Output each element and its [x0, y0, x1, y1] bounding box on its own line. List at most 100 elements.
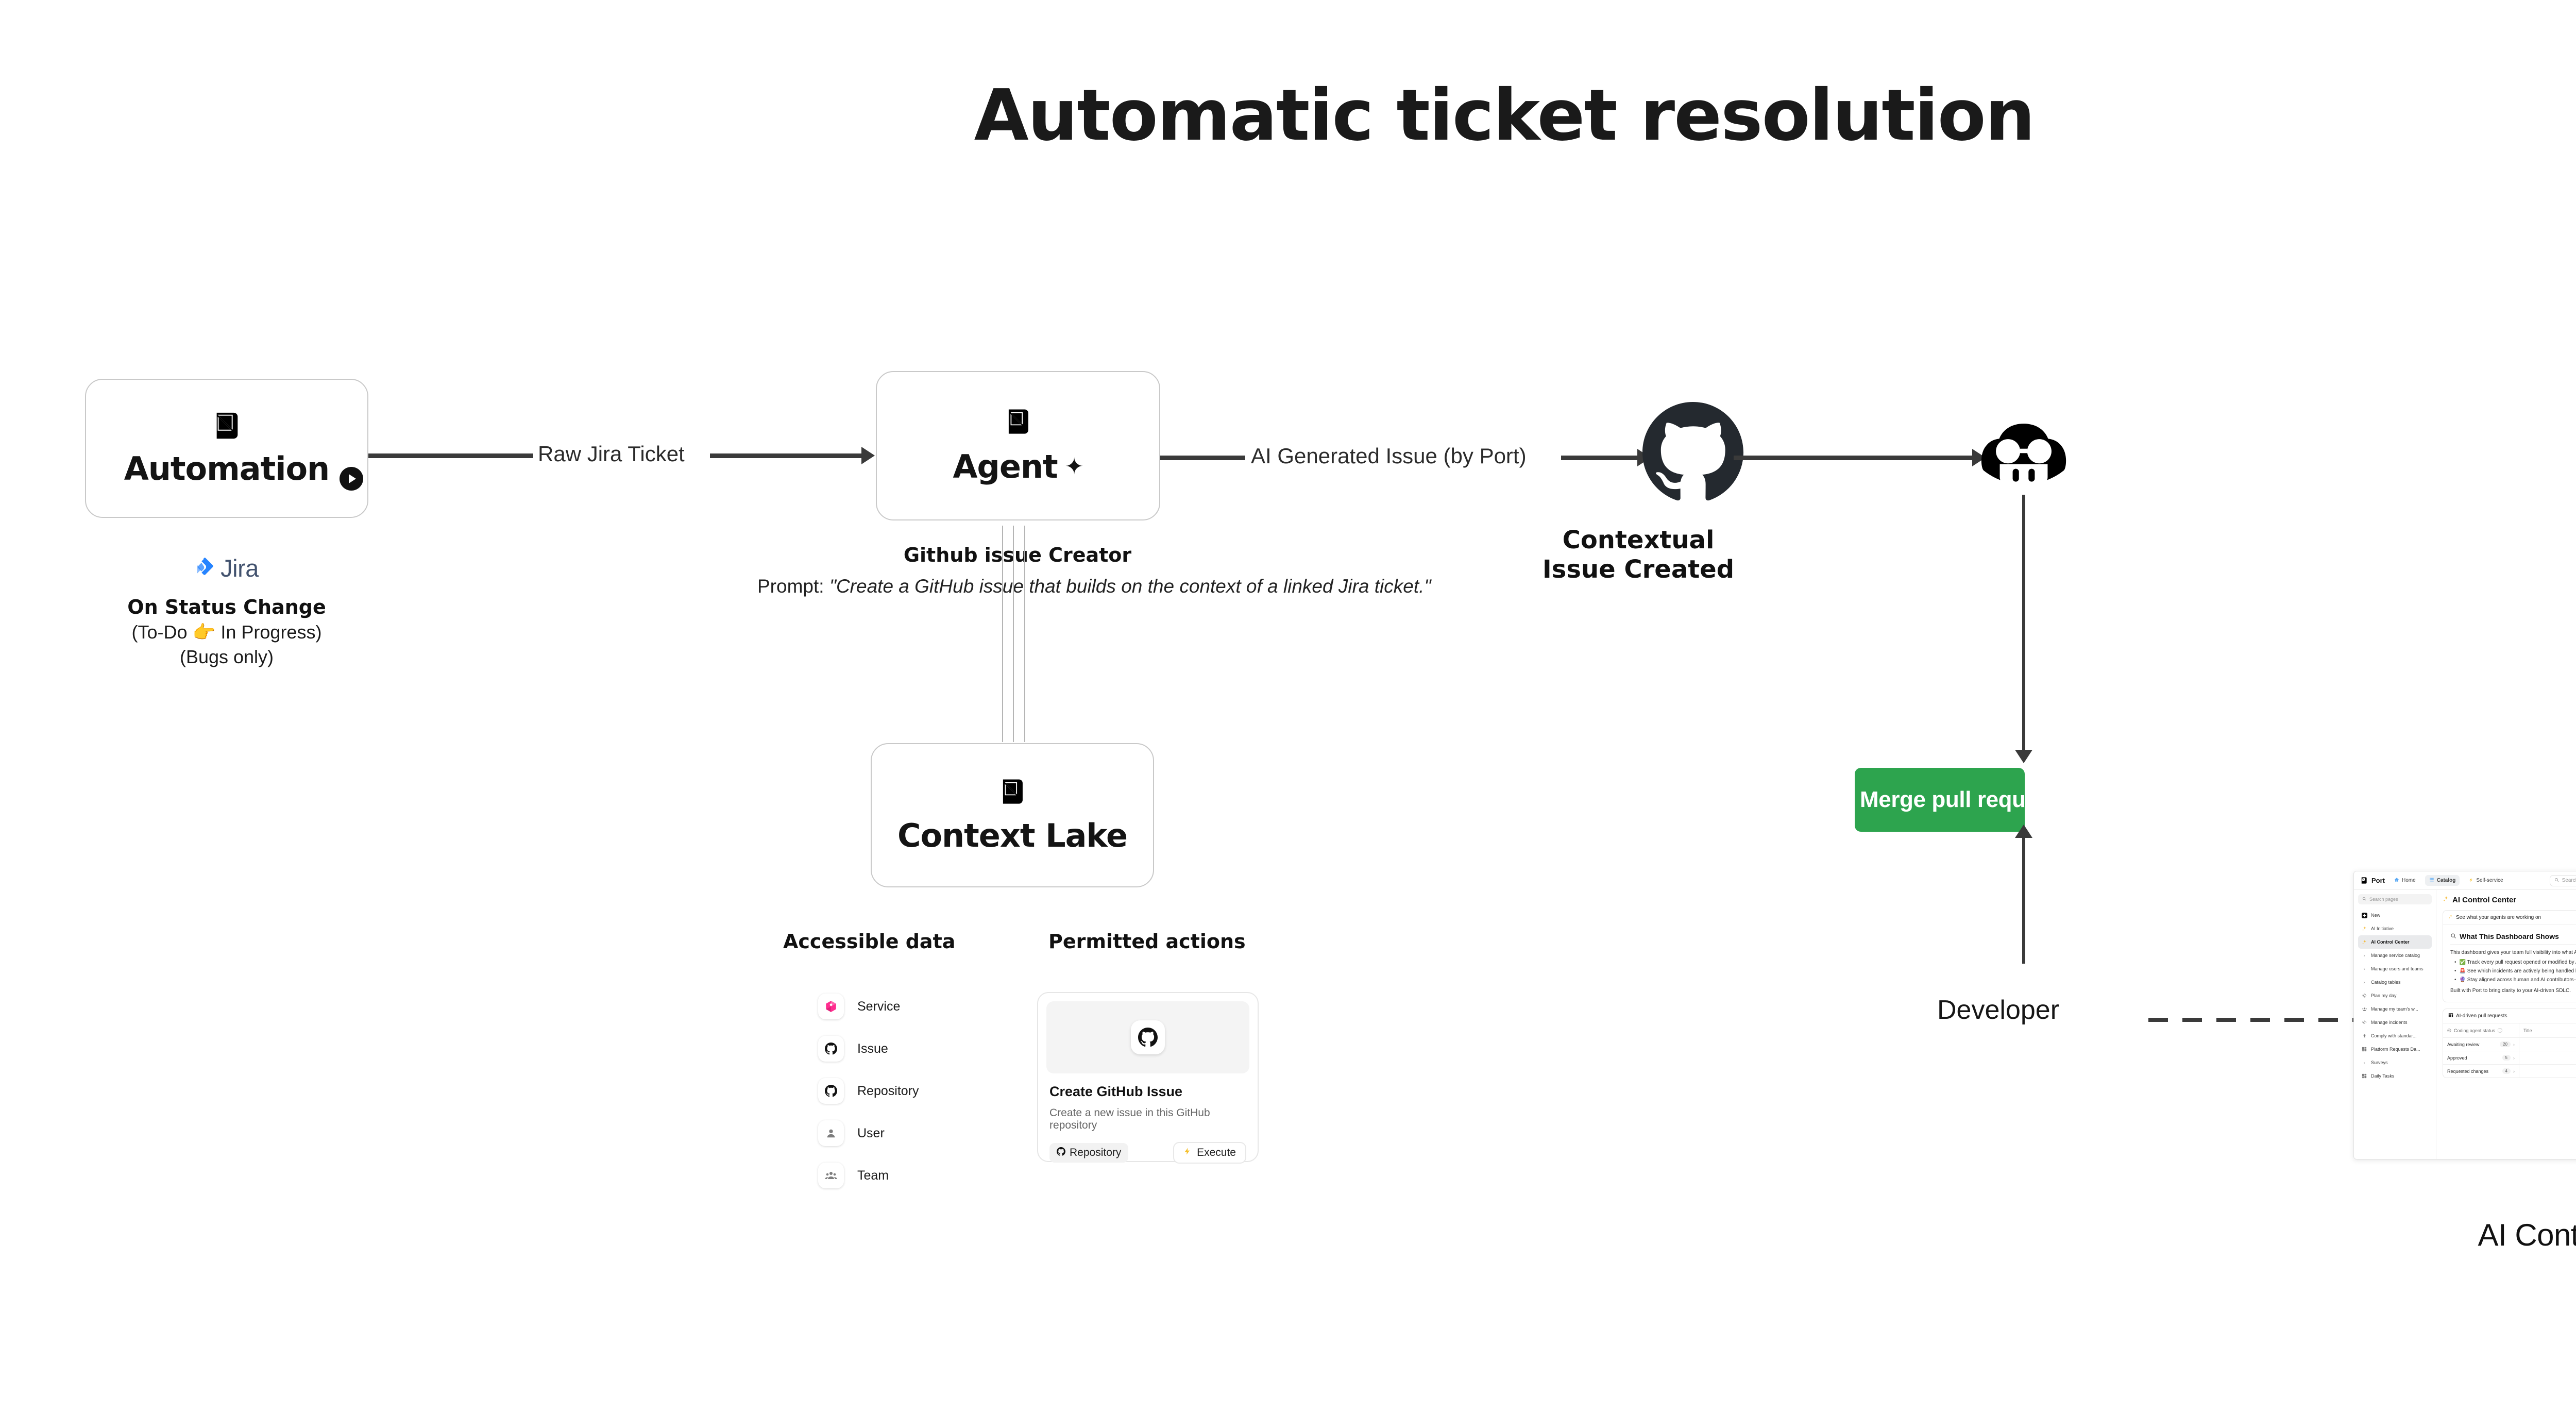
automation-caption: Jira On Status Change (To-Do 👉 In Progre…: [85, 554, 368, 668]
port-brand[interactable]: Port: [2360, 877, 2385, 884]
table-cell-title: [2519, 1038, 2576, 1051]
list-item: Team: [818, 1154, 1004, 1197]
dashboard-topbar: Port Home Catalog Self-service Search ⌘ …: [2354, 871, 2576, 890]
list-item: Repository: [818, 1070, 1004, 1112]
chevron-right-icon[interactable]: ›: [2513, 1041, 2515, 1047]
search-pages-input[interactable]: Search pages: [2358, 894, 2432, 904]
sidebar-item-daily-tasks[interactable]: Daily Tasks: [2358, 1069, 2432, 1083]
status-label: Awaiting review: [2447, 1041, 2480, 1047]
sidebar-item-label: Surveys: [2371, 1060, 2388, 1065]
jira-source: Jira: [85, 554, 368, 582]
table-row[interactable]: Requested changes 4 ›: [2443, 1064, 2576, 1078]
dashboard-table-title: AI-driven pull requests: [2443, 1009, 2576, 1023]
arrow-head-icon: [861, 447, 875, 464]
chevron-right-icon[interactable]: ›: [2513, 1055, 2515, 1061]
action-card-tag-label: Repository: [1070, 1147, 1122, 1158]
table-cell-title: [2519, 1051, 2576, 1064]
agent-context-lake-connector: [1002, 526, 1033, 742]
arrow-head-up-icon: [2015, 825, 2032, 838]
dashboard-card-heading-label: What This Dashboard Shows: [2460, 932, 2559, 940]
table-cell-status: Approved 5 ›: [2443, 1051, 2519, 1064]
permitted-action-card[interactable]: Create GitHub Issue Create a new issue i…: [1037, 992, 1259, 1164]
chevron-right-icon: ›: [2363, 953, 2365, 958]
play-icon[interactable]: [340, 466, 364, 491]
sparkle-icon: [2361, 926, 2367, 932]
search-input[interactable]: Search ⌘ K: [2549, 875, 2576, 886]
list-item-label: Service: [857, 999, 901, 1014]
context-lake-label: Context Lake: [897, 816, 1128, 854]
sidebar-item-plan-my-day[interactable]: Plan my day: [2358, 989, 2432, 1002]
edge-agent-github-segment2: [1561, 456, 1638, 460]
dashboard-info-card: See what your agents are working on What…: [2443, 910, 2576, 1002]
ai-control-center-screenshot[interactable]: Port Home Catalog Self-service Search ⌘ …: [2353, 871, 2576, 1159]
list-item: 🔮 Stay aligned across human and AI contr…: [2454, 977, 2576, 983]
edge-agent-github-segment1: [1160, 456, 1245, 460]
sidebar-item-label: Comply with standar...: [2371, 1033, 2417, 1038]
sidebar-item-manage-users-and-teams[interactable]: › Manage users and teams: [2358, 962, 2432, 976]
table-row[interactable]: Approved 5 ›: [2443, 1051, 2576, 1064]
sidebar-item-manage-incidents[interactable]: Manage incidents: [2358, 1016, 2432, 1029]
edge-automation-agent-segment2: [710, 453, 862, 458]
action-card-description: Create a new issue in this GitHub reposi…: [1049, 1107, 1210, 1131]
agent-node[interactable]: Agent ✦: [876, 371, 1160, 520]
agent-caption: Github issue Creator Prompt: "Create a G…: [757, 544, 1431, 597]
table-icon: [2448, 1013, 2453, 1019]
execute-button[interactable]: Execute: [1173, 1142, 1246, 1164]
table-cell-status: Requested changes 4 ›: [2443, 1065, 2519, 1078]
sidebar-item-label: Platform Requests Da...: [2371, 1047, 2420, 1052]
nav-catalog[interactable]: Catalog: [2425, 875, 2460, 886]
sidebar-item-ai-initiative[interactable]: AI Initiative: [2358, 922, 2432, 935]
sidebar-item-ai-control-center[interactable]: AI Control Center: [2358, 935, 2432, 949]
page-title: Automatic ticket resolution: [974, 75, 2036, 157]
status-label: Approved: [2447, 1055, 2467, 1061]
nav-home[interactable]: Home: [2390, 875, 2420, 886]
list-item: Service: [818, 985, 1004, 1028]
magnifier-icon: [2450, 932, 2456, 940]
circle-icon: ◎: [2447, 1028, 2451, 1033]
edge-copilot-merge: [2022, 495, 2025, 758]
plus-square-icon: [2361, 912, 2367, 918]
column-header-coding-agent-status[interactable]: ◎ Coding agent status ⓘ: [2443, 1023, 2519, 1037]
list-item: User: [818, 1112, 1004, 1154]
sidebar-item-manage-my-teams-work[interactable]: Manage my team's w...: [2358, 1002, 2432, 1016]
github-mark-icon: [1057, 1147, 1065, 1159]
agent-prompt-prefix: Prompt:: [757, 576, 829, 597]
automation-node[interactable]: Automation: [85, 379, 368, 518]
status-count: 20: [2500, 1041, 2511, 1047]
table-row[interactable]: Awaiting review 20 ›: [2443, 1037, 2576, 1051]
dashboard-card-header-label: See what your agents are working on: [2456, 915, 2541, 920]
merge-pull-request-button[interactable]: Merge pull request: [1855, 768, 2058, 832]
sidebar-item-catalog-tables[interactable]: › Catalog tables: [2358, 976, 2432, 989]
edge-github-copilot: [1734, 456, 1973, 460]
column-header-title[interactable]: Title: [2523, 1028, 2532, 1033]
context-lake-node[interactable]: Context Lake: [871, 743, 1154, 887]
sidebar-item-label: Manage users and teams: [2371, 966, 2424, 971]
arrow-head-down-icon: [2015, 750, 2032, 763]
chevron-right-icon[interactable]: ›: [2513, 1068, 2515, 1074]
port-brand-label: Port: [2371, 877, 2385, 884]
list-item: ✅ Track every pull request opened or mod…: [2454, 960, 2576, 965]
list-item-label: Issue: [857, 1041, 888, 1056]
agent-label: Agent: [953, 447, 1058, 485]
chevron-right-icon: ›: [2363, 980, 2365, 985]
sidebar-item-manage-service-catalog[interactable]: › Manage service catalog: [2358, 949, 2432, 962]
port-logo-icon: [2353, 1175, 2576, 1204]
edge-label-raw-jira-ticket: Raw Jira Ticket: [538, 442, 685, 466]
medal-icon: [2361, 1033, 2367, 1039]
agent-prompt-text: "Create a GitHub issue that builds on th…: [829, 576, 1431, 597]
sidebar-item-platform-requests-dashboard[interactable]: Platform Requests Da...: [2358, 1043, 2432, 1056]
github-mark-icon: [818, 1078, 844, 1104]
github-mark-icon: [818, 1036, 844, 1062]
dashboard-card-outro: Built with Port to bring clarity to your…: [2450, 988, 2571, 994]
sidebar-item-label: Manage incidents: [2371, 1020, 2408, 1025]
sidebar-item-surveys[interactable]: › Surveys: [2358, 1056, 2432, 1069]
nav-home-label: Home: [2402, 878, 2416, 883]
port-logo-icon: [997, 777, 1027, 806]
jira-logo-icon: [195, 557, 215, 580]
sidebar-item-new[interactable]: New: [2358, 909, 2432, 922]
chevron-down-icon[interactable]: [2063, 796, 2076, 804]
sidebar-item-comply-with-standards[interactable]: Comply with standar...: [2358, 1029, 2432, 1043]
github-mark-icon: [1642, 402, 1743, 506]
nav-self-service[interactable]: Self-service: [2465, 875, 2507, 886]
sidebar-item-label: Manage my team's w...: [2371, 1006, 2418, 1012]
